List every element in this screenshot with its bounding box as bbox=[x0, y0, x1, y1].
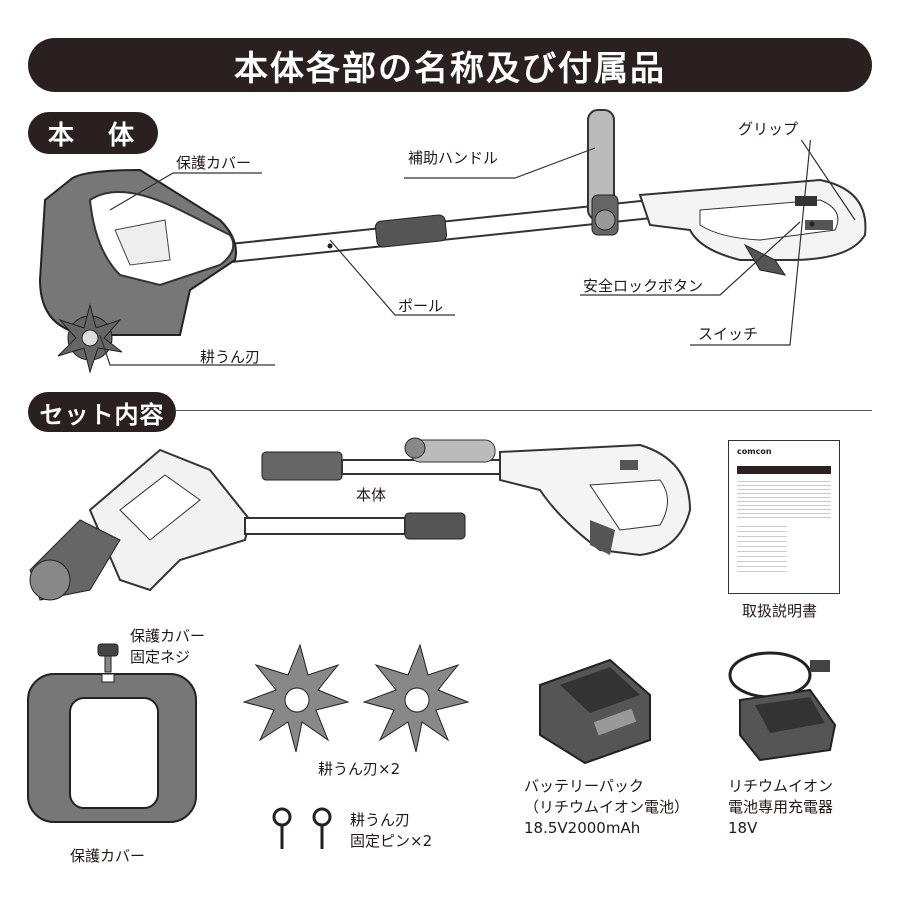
leader-lines-body bbox=[99, 140, 856, 366]
section-heading-body: 本 体 bbox=[28, 112, 158, 154]
caption-guard: 保護カバー bbox=[70, 847, 146, 865]
label-aux-handle: 補助ハンドル bbox=[408, 149, 499, 167]
charger-illustration bbox=[728, 651, 837, 762]
label-switch: スイッチ bbox=[698, 325, 759, 343]
charger-line2: 電池専用充電器 bbox=[728, 798, 834, 816]
caption-main-unit: 本体 bbox=[356, 486, 387, 504]
caption-pins: 耕うん刃 固定ピン×2 bbox=[350, 810, 432, 852]
pins-line2: 固定ピン×2 bbox=[350, 832, 433, 850]
section-divider bbox=[176, 410, 872, 411]
caption-blades: 耕うん刃×2 bbox=[318, 760, 401, 778]
label-blade: 耕うん刃 bbox=[200, 348, 261, 366]
page-title: 本体各部の名称及び付属品 bbox=[28, 38, 872, 92]
guard-screw-line1: 保護カバー bbox=[130, 627, 206, 645]
guard-screw-icon bbox=[97, 643, 119, 673]
pins-line1: 耕うん刃 bbox=[350, 811, 411, 829]
tiller-illustration bbox=[38, 109, 867, 374]
battery-line2: （リチウムイオン電池） bbox=[524, 798, 690, 816]
label-grip: グリップ bbox=[738, 120, 799, 138]
battery-illustration bbox=[539, 658, 651, 765]
main-unit-illustration bbox=[29, 437, 692, 601]
blades-illustration bbox=[242, 643, 470, 753]
label-guard: 保護カバー bbox=[176, 154, 252, 172]
section-heading-set: セット内容 bbox=[28, 392, 176, 432]
label-pole: ポール bbox=[398, 297, 444, 315]
pins-illustration bbox=[272, 807, 332, 849]
caption-guard-screw: 保護カバー 固定ネジ bbox=[130, 626, 205, 668]
manual-brand: comcon bbox=[737, 447, 772, 456]
guard-screw-line2: 固定ネジ bbox=[130, 648, 191, 666]
battery-line1: バッテリーパック bbox=[524, 777, 644, 795]
manual-illustration: comcon bbox=[728, 440, 840, 594]
caption-charger: リチウムイオン 電池専用充電器 18V bbox=[728, 776, 833, 839]
label-safety-lock: 安全ロックボタン bbox=[583, 277, 704, 295]
caption-battery: バッテリーパック （リチウムイオン電池） 18.5V2000mAh bbox=[524, 776, 689, 839]
charger-line3: 18V bbox=[728, 819, 758, 837]
guard-illustration bbox=[27, 673, 197, 823]
charger-line1: リチウムイオン bbox=[728, 777, 834, 795]
battery-line3: 18.5V2000mAh bbox=[524, 819, 641, 837]
caption-manual: 取扱説明書 bbox=[742, 602, 818, 620]
